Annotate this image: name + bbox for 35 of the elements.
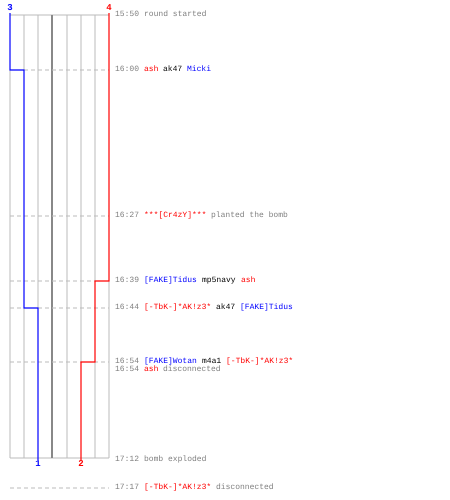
player-name: ash [144,365,158,374]
player-name: [-TbK-]*AK!z3* [144,483,212,492]
timestamp: 15:50 [115,10,140,19]
player-name: Micki [187,65,212,74]
player-name: [FAKE]Wotan [144,357,197,366]
event-text: disconnected [163,365,221,374]
player-name: [FAKE]Tidus [240,303,293,312]
timestamp: 16:27 [115,211,140,220]
timestamp: 17:17 [115,483,140,492]
timestamp: 16:00 [115,65,140,74]
timestamp: 16:44 [115,303,140,312]
timestamp: 16:39 [115,276,140,285]
timestamp: 17:12 [115,455,140,464]
weapon-name: ak47 [216,303,236,312]
player-name: ash [241,276,256,285]
weapon-name: ak47 [163,65,182,74]
timestamp: 16:54 [115,365,140,374]
event-text: bomb exploded [144,455,206,464]
player-number: 4 [105,4,113,13]
player-name: ash [144,65,158,74]
player-number: 1 [34,460,42,469]
event-text: disconnected [216,483,274,492]
weapon-name: mp5navy [202,276,236,285]
event-text: round started [144,10,206,19]
timestamp: 16:54 [115,357,140,366]
player-name: [-TbK-]*AK!z3* [144,303,212,312]
player-number: 2 [77,460,85,469]
player-name: ***[Cr4zY]*** [144,211,206,220]
player-name: [-TbK-]*AK!z3* [226,357,294,366]
player-name: [FAKE]Tidus [144,276,197,285]
weapon-name: m4a1 [202,357,222,366]
event-text: planted the bomb [211,211,288,220]
player-life-line [80,13,110,460]
player-life-line [9,13,39,460]
player-number: 3 [6,4,14,13]
